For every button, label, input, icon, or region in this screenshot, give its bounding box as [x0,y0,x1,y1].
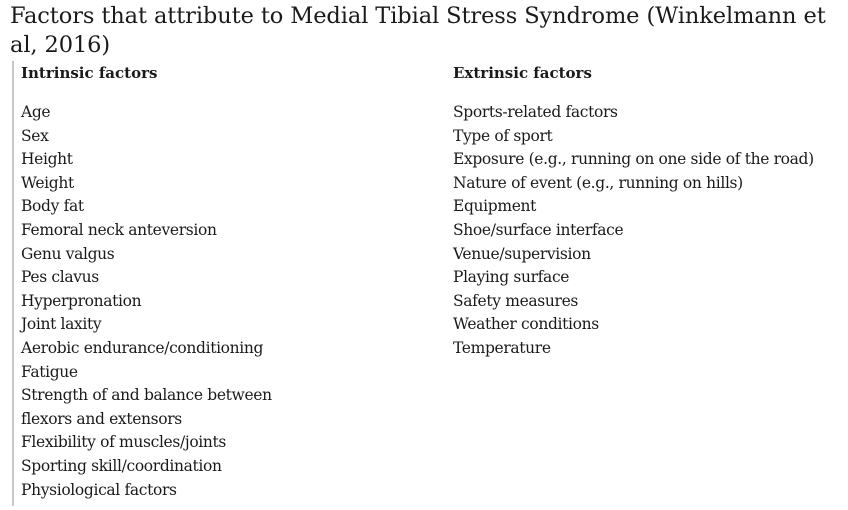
list-item: Strength of and balance between [21,386,272,405]
list-item: Nature of event (e.g., running on hills) [453,173,743,192]
list-item: Body fat [21,197,84,216]
list-item: Type of sport [453,126,553,145]
list-item: Weight [21,173,74,192]
list-item: Fatigue [21,362,78,381]
list-item: Shoe/surface interface [453,220,624,239]
column-header-intrinsic: Intrinsic factors [21,64,158,82]
column-header-extrinsic: Extrinsic factors [453,64,592,82]
list-item: Sports-related factors [453,103,618,121]
list-item: Genu valgus [21,244,115,263]
list-item: Age [21,103,51,121]
list-item: Sex [21,126,49,145]
list-item: Temperature [453,338,551,357]
extrinsic-factors-column: Extrinsic factors Sports-related factors… [453,61,843,357]
list-item: Weather conditions [453,315,599,334]
list-item: Pes clavus [21,268,99,287]
list-item: Sporting skill/coordination [21,456,222,475]
list-item: Playing surface [453,268,570,287]
list-item: Physiological factors [21,480,177,499]
list-item: Hyperpronation [21,291,142,310]
list-item: Equipment [453,197,537,216]
list-item: Flexibility of muscles/joints [21,433,227,452]
list-item: flexors and extensors [21,409,182,428]
list-item: Aerobic endurance/conditioning [21,338,264,357]
list-item: Venue/supervision [453,244,591,263]
page-title: Factors that attribute to Medial Tibial … [10,3,826,58]
list-item: Femoral neck anteversion [21,220,217,239]
list-item: Joint laxity [21,315,102,334]
list-item: Height [21,150,73,169]
list-item: Exposure (e.g., running on one side of t… [453,150,814,169]
list-item: Safety measures [453,291,579,310]
